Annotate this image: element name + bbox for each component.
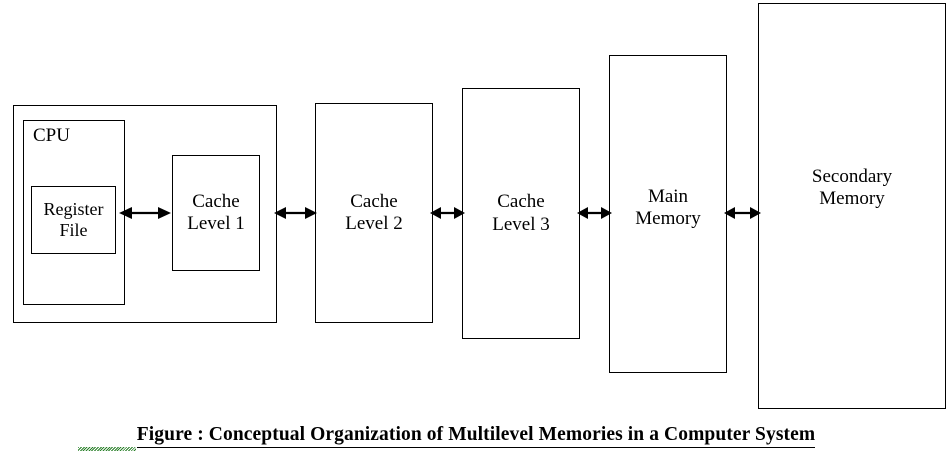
double-arrow-cache-l3-to-main-memory-icon (577, 205, 612, 221)
double-arrow-register-to-cache-l1-icon (119, 205, 171, 221)
double-arrow-cpu-to-cache-l2-icon (274, 205, 317, 221)
register-file-label: Register File (43, 198, 104, 240)
cache-level-2-label: Cache Level 2 (345, 190, 403, 234)
main-memory-block: Main Memory (609, 55, 727, 373)
cache-level-1-label: Cache Level 1 (187, 190, 245, 234)
cache-level-2-block: Cache Level 2 (315, 103, 433, 323)
secondary-memory-label: Secondary Memory (811, 165, 893, 209)
cache-level-3-label: Cache Level 3 (492, 191, 550, 235)
cpu-block-label: CPU (33, 125, 70, 146)
double-arrow-main-memory-to-secondary-memory-icon (724, 205, 761, 221)
cache-level-3-block: Cache Level 3 (462, 88, 580, 339)
register-file-block: Register File (31, 186, 116, 254)
main-memory-label: Main Memory (635, 185, 701, 229)
spellcheck-wavy-underline (78, 447, 136, 451)
cache-level-1-block: Cache Level 1 (172, 155, 260, 271)
double-arrow-cache-l2-to-cache-l3-icon (430, 205, 465, 221)
secondary-memory-block: Secondary Memory (758, 3, 946, 409)
figure-caption-text: Figure : Conceptual Organization of Mult… (136, 424, 816, 448)
figure-caption: Figure : Conceptual Organization of Mult… (0, 424, 952, 448)
